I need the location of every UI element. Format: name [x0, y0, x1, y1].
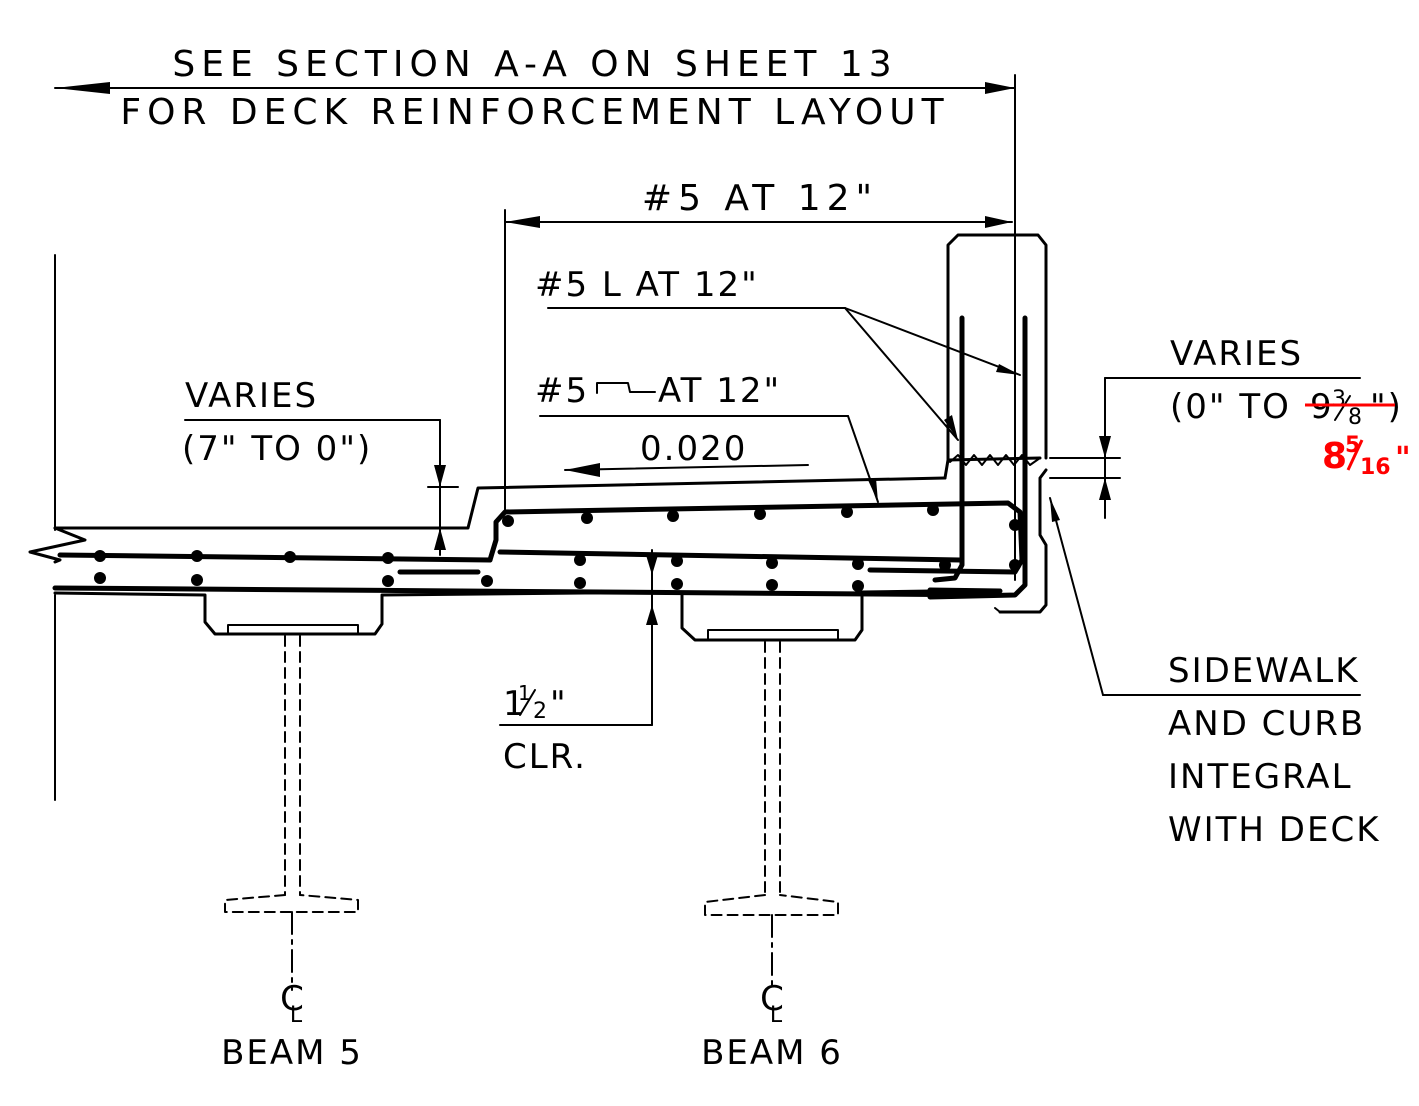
correction-whole: 8	[1322, 436, 1347, 477]
clear-cover-den: 2	[533, 699, 547, 724]
struck-value-num: 3	[1332, 387, 1346, 412]
sidewalk-line2: AND CURB	[1168, 704, 1365, 744]
sidewalk-line4: WITH DECK	[1168, 810, 1381, 850]
hook-bar-icon	[596, 382, 656, 394]
centerline-c: C	[280, 979, 304, 1019]
varies-left-title: VARIES	[185, 376, 318, 416]
varies-right-range-suffix: ")	[1370, 387, 1403, 427]
clear-cover-inch: "	[550, 684, 568, 724]
varies-left-range: (7" TO 0")	[182, 429, 372, 469]
rebar-top-label: #5 AT 12"	[642, 178, 878, 219]
beam-6: C L BEAM 6	[701, 629, 843, 1073]
reinforcement	[52, 315, 1041, 600]
slope-value: 0.020	[640, 429, 747, 469]
sidewalk-line1: SIDEWALK	[1168, 651, 1360, 691]
struck-value-whole: 9	[1310, 387, 1334, 427]
varies-right: VARIES (0" TO 9 3 8 ") 8 5 16 "	[1049, 334, 1411, 519]
clear-cover-whole: 1	[503, 684, 527, 724]
beam-6-label: BEAM 6	[701, 1033, 843, 1073]
clear-cover-label: CLR.	[503, 737, 587, 777]
clear-cover: 1 1 2 " CLR.	[499, 549, 658, 777]
clear-cover-num: 1	[518, 681, 531, 705]
centerline-l: L	[770, 1003, 783, 1028]
sidewalk-note: SIDEWALK AND CURB INTEGRAL WITH DECK	[1049, 497, 1381, 850]
correction-den: 16	[1360, 455, 1391, 480]
rebar-top-dimension: #5 AT 12"	[504, 178, 1013, 511]
rebar-hook-suffix: AT 12"	[658, 371, 781, 411]
top-dimension: SEE SECTION A-A ON SHEET 13 FOR DECK REI…	[54, 44, 1016, 581]
varies-right-title: VARIES	[1170, 334, 1303, 374]
varies-right-range-prefix: (0" TO	[1170, 387, 1291, 427]
centerline-c: C	[760, 979, 784, 1019]
top-note-line1: SEE SECTION A-A ON SHEET 13	[172, 44, 897, 85]
struck-value-den: 8	[1348, 405, 1362, 430]
beam-5: C L BEAM 5	[221, 624, 363, 1073]
top-note-line2: FOR DECK REINFORCEMENT LAYOUT	[120, 92, 949, 133]
left-edge	[28, 254, 87, 801]
rebar-hook-callout: #5 AT 12"	[535, 371, 879, 503]
beam-5-label: BEAM 5	[221, 1033, 363, 1073]
varies-left: VARIES (7" TO 0")	[182, 376, 459, 556]
rebar-dots	[94, 504, 1021, 592]
slope-indicator: 0.020	[564, 429, 809, 477]
sidewalk-line3: INTEGRAL	[1168, 757, 1353, 797]
centerline-l: L	[290, 1003, 303, 1028]
rebar-l-label: #5 L AT 12"	[535, 265, 759, 305]
rebar-hook-prefix: #5	[535, 371, 589, 411]
rebar-l-callout: #5 L AT 12"	[535, 265, 1021, 441]
correction-suffix: "	[1395, 441, 1411, 476]
